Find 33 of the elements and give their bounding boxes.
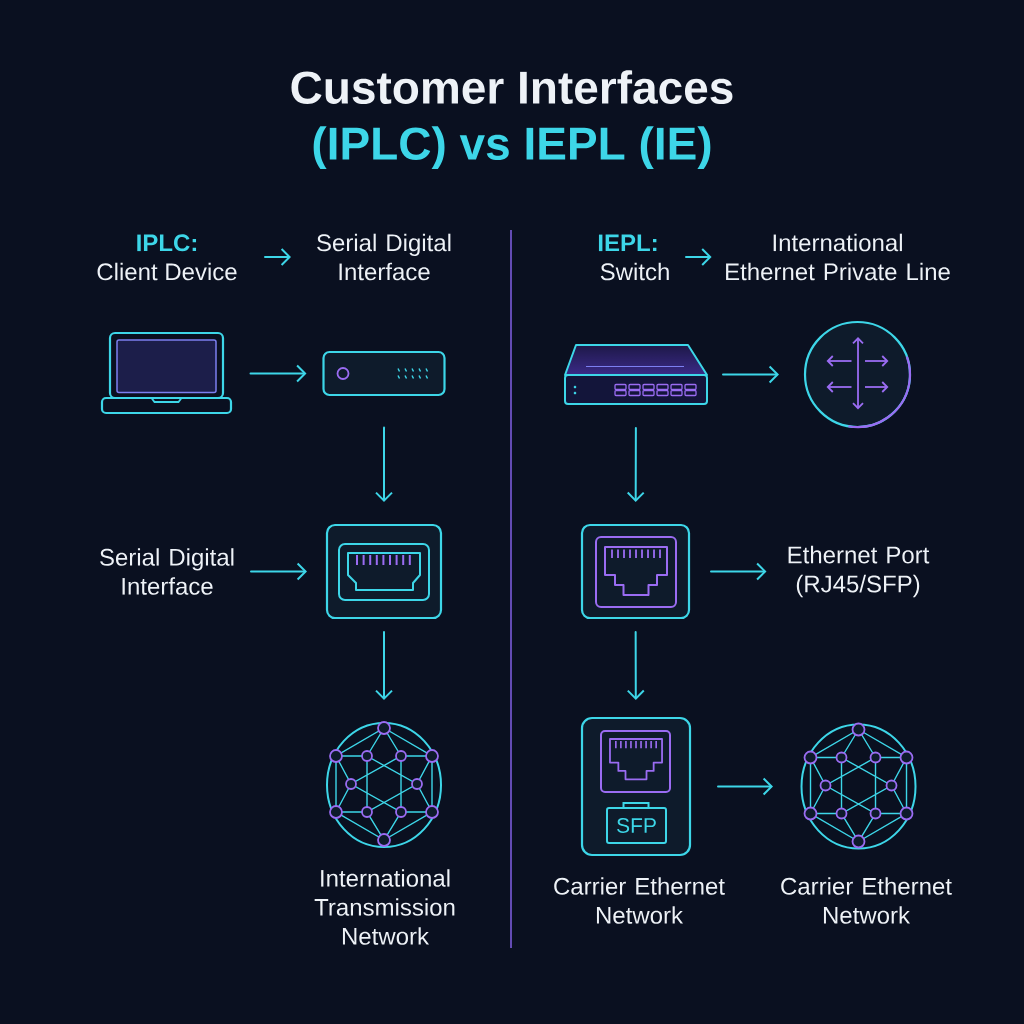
node-label: International Transmission Network xyxy=(314,869,455,945)
flow-label: Serial Digital Interface xyxy=(317,233,451,281)
arrow xyxy=(375,426,393,502)
router-icon xyxy=(803,320,912,429)
ethernet-port-icon xyxy=(325,523,443,620)
node-label: Carrier Ethernet Network xyxy=(554,877,725,924)
arrow xyxy=(710,562,767,581)
arrow xyxy=(375,631,393,700)
network-switch-icon xyxy=(564,344,708,405)
subtitle: (IPLC) vs IEPL (IE) xyxy=(313,126,711,170)
arrow xyxy=(717,777,773,796)
network-icon xyxy=(326,721,442,848)
flow-label: Switch xyxy=(600,262,669,281)
arrow xyxy=(722,365,779,384)
flow-label: Ethernet Port (RJ45/SFP) xyxy=(788,545,930,598)
flow-label: International Ethernet Private Line xyxy=(726,233,950,281)
section-heading: IPLC: xyxy=(137,234,197,252)
network-icon xyxy=(800,722,917,850)
sfp-slot: SFP xyxy=(606,802,667,844)
arrow xyxy=(626,631,645,700)
title: Customer Interfaces xyxy=(291,70,733,104)
arrow xyxy=(685,248,712,266)
laptop-icon xyxy=(100,331,233,415)
arrow xyxy=(249,364,307,383)
ethernet-port-icon xyxy=(580,523,691,620)
node-label: Carrier Ethernet Network xyxy=(781,877,952,924)
flow-label: Client Device xyxy=(97,262,237,281)
network-device-icon xyxy=(322,350,446,397)
arrow xyxy=(626,427,645,502)
section-heading: IEPL: xyxy=(598,234,657,252)
arrow xyxy=(264,248,291,266)
flow-label: Serial Digital Interface xyxy=(100,548,234,595)
arrow xyxy=(250,562,307,581)
